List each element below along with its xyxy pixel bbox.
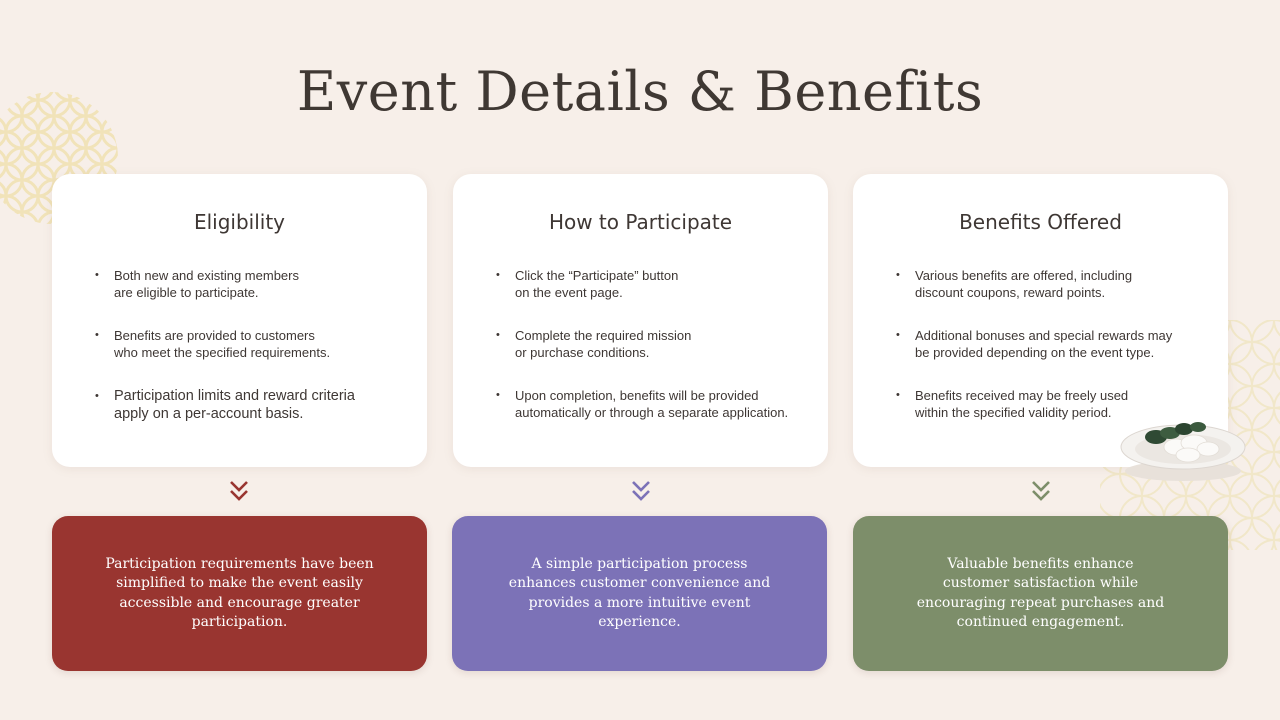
double-chevron-down-icon [1032,481,1050,501]
double-chevron-down-icon [632,481,650,501]
summary-text: Valuable benefits enhance customer satis… [916,555,1165,631]
card-heading: Benefits Offered [959,210,1122,234]
eligibility-summary-box: Participation requirements have been sim… [52,516,427,671]
eligibility-card: Eligibility Both new and existing member… [52,174,427,467]
summary-text: A simple participation process enhances … [508,555,771,631]
list-item: Benefits received may be freely usedwith… [896,387,1208,447]
double-chevron-down-icon [230,481,248,501]
list-item: Additional bonuses and special rewards m… [896,327,1208,387]
how-to-participate-card: How to Participate Click the “Participat… [453,174,828,467]
benefits-summary-box: Valuable benefits enhance customer satis… [853,516,1228,671]
participation-summary-box: A simple participation process enhances … [452,516,827,671]
list-item: Upon completion, benefits will be provid… [496,387,808,447]
benefits-offered-card: Benefits Offered Various benefits are of… [853,174,1228,467]
list-item: Various benefits are offered, includingd… [896,267,1208,327]
bullet-list: Various benefits are offered, includingd… [896,267,1208,447]
page-title: Event Details & Benefits [296,60,984,123]
card-heading: Eligibility [193,210,286,234]
rice-cake-plate-image [1120,422,1246,481]
summary-text: Participation requirements have been sim… [105,555,374,631]
card-heading: How to Participate [548,210,733,234]
list-item: Participation limits and reward criteria… [95,387,407,447]
